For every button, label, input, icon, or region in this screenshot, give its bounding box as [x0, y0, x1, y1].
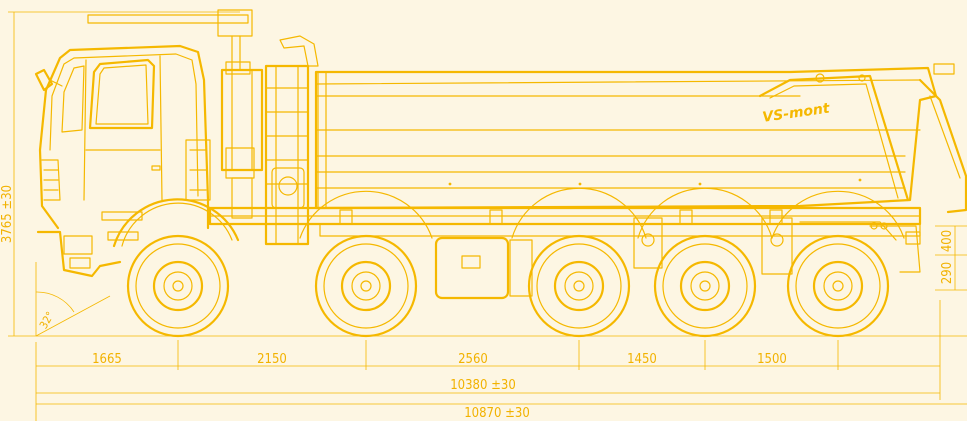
angle-label: 32°	[37, 309, 57, 331]
wheel-3	[527, 234, 631, 338]
wheels	[126, 187, 905, 338]
wheel-4	[653, 234, 757, 338]
wheel-2	[314, 234, 418, 338]
brand-logo: VS-mont	[761, 100, 831, 125]
rear-height-upper-label: 400	[940, 230, 955, 252]
wheelbase-total-label: 10380 ±30	[450, 378, 516, 393]
cab	[34, 44, 240, 278]
axle-spacing-5: 1500	[757, 352, 787, 367]
crane-column	[220, 35, 319, 246]
overall-length-label: 10870 ±30	[464, 406, 530, 421]
wheel-5	[786, 234, 890, 338]
axle-spacing-2: 2150	[257, 352, 287, 367]
dimension-labels: 3765 ±30 32° 1665 2150 2560 1450 1500 10…	[0, 185, 955, 421]
dump-body: VS-mont	[314, 63, 967, 214]
axle-spacing-1: 1665	[92, 352, 122, 367]
rear-height-lower-label: 290	[940, 262, 955, 284]
chassis	[208, 206, 922, 300]
axle-spacing-4: 1450	[627, 352, 657, 367]
axle-spacing-3: 2560	[458, 352, 488, 367]
height-label: 3765 ±30	[0, 185, 15, 243]
crane-boom	[87, 9, 253, 75]
wheel-1	[126, 234, 230, 338]
